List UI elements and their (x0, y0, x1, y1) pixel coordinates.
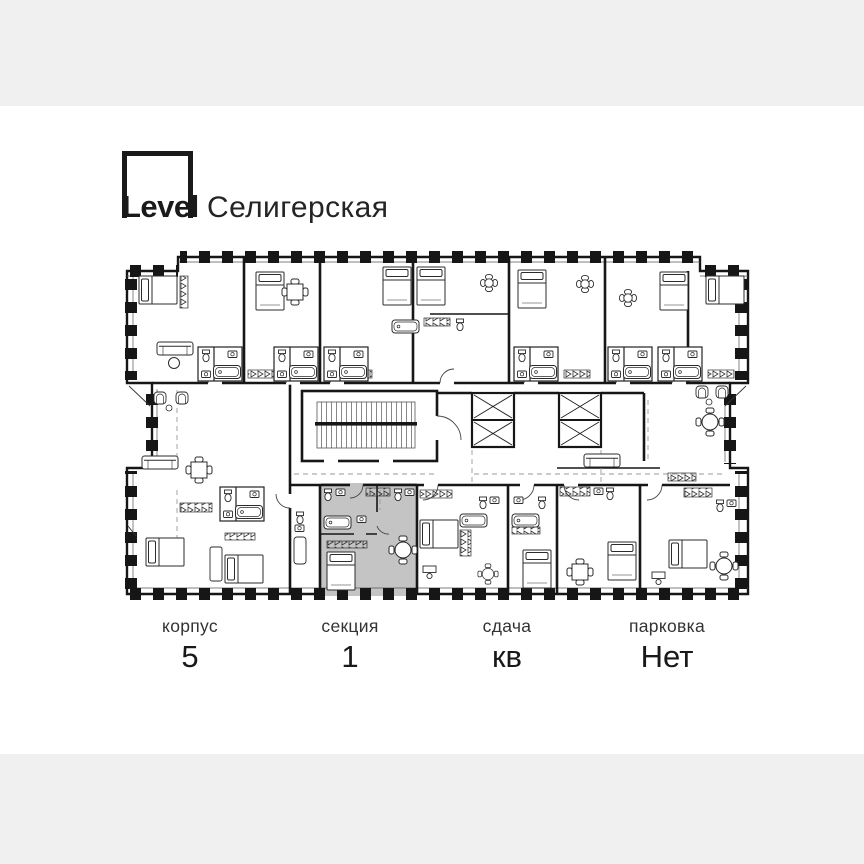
detail-label: корпус (162, 616, 218, 636)
detail-delivery: сдача кв (422, 616, 592, 674)
door-openings (208, 381, 686, 508)
detail-value: 5 (181, 639, 199, 674)
level-logo-text: Level (122, 189, 199, 224)
detail-label: секция (321, 616, 379, 636)
bottom-letterbox-band (0, 754, 864, 864)
detail-value: кв (491, 639, 523, 674)
detail-building: корпус 5 (105, 616, 275, 674)
floor-plan (125, 251, 750, 600)
detail-label: сдача (482, 616, 532, 636)
balcony-lines (127, 385, 747, 537)
detail-parking: парковка Нет (582, 616, 752, 674)
level-logo-square-icon (122, 151, 193, 218)
top-letterbox-band (0, 0, 864, 106)
detail-label: парковка (629, 616, 705, 636)
furniture-top-row (138, 266, 745, 381)
detail-value: 1 (341, 639, 359, 674)
elevator-bank (557, 391, 603, 449)
stair-elevator-core (300, 389, 603, 463)
elevator-bank (470, 391, 516, 449)
furniture-middle-band (141, 385, 729, 565)
detail-section: секция 1 (265, 616, 435, 674)
project-name: Селигерская (207, 191, 389, 224)
detail-value: Нет (640, 639, 694, 674)
furniture-bottom-row (145, 487, 739, 591)
door-openings-highlight (350, 483, 379, 536)
